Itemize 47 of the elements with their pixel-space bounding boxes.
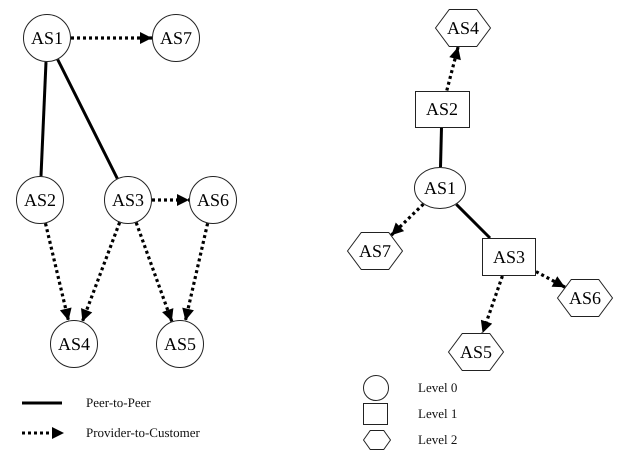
node-hexagon: [347, 232, 403, 270]
legend-label: Level 1: [418, 407, 458, 420]
legend-label: Level 2: [418, 433, 458, 446]
arrow: [535, 270, 566, 289]
legend-label: Provider-to-Customer: [86, 426, 200, 439]
node-circle: [104, 176, 152, 224]
node-label: AS4: [58, 335, 90, 353]
legend-label: Peer-to-Peer: [86, 396, 151, 409]
node-label: AS2: [24, 191, 56, 209]
arrow: [152, 194, 189, 206]
arrow: [134, 222, 174, 322]
arrow: [390, 202, 425, 236]
node-label: AS6: [196, 191, 229, 209]
node-label: AS1: [424, 179, 456, 197]
node-label: AS7: [358, 242, 391, 260]
node-circle: [50, 320, 98, 368]
connector-line: [40, 62, 48, 176]
node-hexagon: [557, 279, 613, 317]
arrow: [80, 222, 122, 322]
node-circle: [414, 167, 466, 209]
arrow: [445, 46, 461, 91]
node-label: AS2: [426, 100, 458, 118]
node-circle: [152, 14, 200, 62]
node-label: AS3: [112, 191, 144, 209]
node-label: AS1: [30, 29, 63, 47]
connector-line: [439, 127, 443, 168]
node-label: AS7: [160, 29, 192, 47]
arrow: [182, 223, 210, 321]
node-hexagon: [448, 333, 504, 371]
node-label: AS5: [460, 343, 492, 361]
node-label: AS3: [492, 248, 525, 266]
node-circle: [156, 320, 204, 368]
arrow: [71, 32, 152, 44]
node-circle: [189, 176, 237, 224]
legend-label: Level 0: [418, 381, 458, 394]
node-hexagon: [435, 9, 491, 47]
node-label: AS4: [446, 19, 479, 37]
node-circle: [16, 176, 64, 224]
node-box: [482, 238, 536, 276]
connector-line: [56, 58, 119, 180]
node-label: AS6: [568, 289, 601, 307]
node-circle: [23, 14, 71, 62]
node-label: AS5: [164, 335, 196, 353]
connector-line: [455, 203, 492, 240]
arrow: [44, 223, 72, 321]
arrow: [480, 275, 504, 334]
node-box: [414, 90, 470, 128]
